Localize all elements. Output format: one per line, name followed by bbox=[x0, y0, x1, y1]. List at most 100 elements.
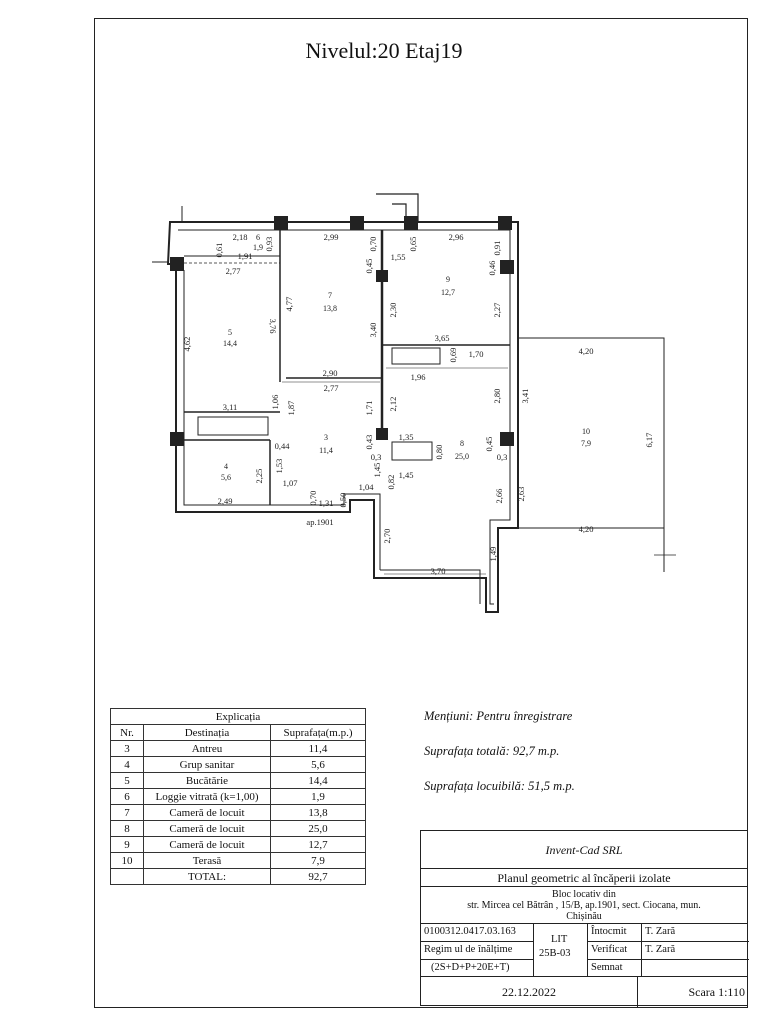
dim-label: 3,70 bbox=[431, 566, 446, 576]
cell-nr: 8 bbox=[110, 820, 144, 837]
dim-label: 1,35 bbox=[399, 432, 414, 442]
cell-destination: Cameră de locuit bbox=[143, 836, 271, 853]
dim-label: 2,12 bbox=[388, 397, 398, 412]
dim-label: 0,80 bbox=[434, 445, 444, 460]
dim-label: 0,91 bbox=[492, 241, 502, 256]
dim-label: 2,25 bbox=[254, 469, 264, 484]
dim-label: 0,46 bbox=[487, 261, 497, 276]
legend-total-row: TOTAL: 92,7 bbox=[110, 868, 366, 885]
cell-destination: Terasă bbox=[143, 852, 271, 869]
room-5-number: 5 bbox=[228, 328, 232, 337]
dim-label: 1,04 bbox=[359, 482, 375, 492]
room-6-area: 1,9 bbox=[253, 243, 263, 252]
cell-nr: 6 bbox=[110, 788, 144, 805]
dim-label: 4,62 bbox=[182, 337, 192, 352]
title-grid: 0100312.0417.03.163 Regim ul de înălțime… bbox=[421, 923, 749, 977]
plan-title: Planul geometric al încăperii izolate bbox=[421, 869, 747, 887]
cell-area: 14,4 bbox=[270, 772, 366, 789]
mentions-note: Mențiuni: Pentru înregistrare bbox=[424, 709, 573, 723]
checked-name: T. Zară bbox=[645, 944, 676, 955]
signed-label: Semnat bbox=[591, 962, 623, 973]
dim-label: 1,71 bbox=[364, 401, 374, 416]
dim-label: 3,65 bbox=[435, 333, 450, 343]
dim-label: 1,53 bbox=[274, 459, 284, 474]
cell-destination: Loggie vitrată (k=1,00) bbox=[143, 788, 271, 805]
cell-area: 12,7 bbox=[270, 836, 366, 853]
room-8-area: 25,0 bbox=[455, 452, 469, 461]
checked-label: Verificat bbox=[591, 944, 628, 955]
dim-label: 1,91 bbox=[238, 251, 253, 261]
room-7-area: 13,8 bbox=[323, 304, 337, 313]
drawn-name: T. Zară bbox=[645, 926, 676, 937]
dim-label: 1,55 bbox=[391, 252, 406, 262]
column bbox=[170, 257, 184, 271]
dim-label: 1,49 bbox=[488, 547, 498, 562]
dim-label: 0,3 bbox=[497, 452, 508, 462]
column bbox=[404, 216, 418, 230]
column bbox=[498, 216, 512, 230]
dim-label: 3,41 bbox=[520, 389, 530, 404]
terrace-outline bbox=[518, 337, 665, 572]
lit-label: LIT bbox=[551, 934, 568, 945]
dim-label: 0,3 bbox=[371, 452, 382, 462]
scale: Scara 1:110 bbox=[688, 985, 745, 999]
address-line-1: Bloc locativ din bbox=[552, 889, 616, 900]
dim-label: 3,11 bbox=[223, 402, 238, 412]
column bbox=[500, 432, 514, 446]
cell-destination: Grup sanitar bbox=[143, 756, 271, 773]
drawing-frame bbox=[94, 18, 748, 1008]
cell-nr: 7 bbox=[110, 804, 144, 821]
cell-area: 25,0 bbox=[270, 820, 366, 837]
drawn-label: Întocmit bbox=[591, 926, 627, 937]
cell-area: 13,8 bbox=[270, 804, 366, 821]
cell-destination: Antreu bbox=[143, 740, 271, 757]
dim-label: 1,96 bbox=[411, 372, 426, 382]
date: 22.12.2022 bbox=[502, 985, 556, 999]
dim-label: 1,87 bbox=[286, 401, 296, 416]
dim-label: 2,77 bbox=[226, 266, 241, 276]
dim-label: 0,61 bbox=[214, 243, 224, 258]
dim-label: 2,77 bbox=[324, 383, 339, 393]
dim-label: 2,30 bbox=[388, 303, 398, 318]
page-title: Nivelul:20 Etaj19 bbox=[305, 38, 463, 63]
cell-destination: Cameră de locuit bbox=[143, 820, 271, 837]
cell-nr: 4 bbox=[110, 756, 144, 773]
dim-label: 1,45 bbox=[399, 470, 414, 480]
dim-label: 2,70 bbox=[382, 529, 392, 544]
outer-wall-inner bbox=[178, 229, 511, 605]
cell-nr: 5 bbox=[110, 772, 144, 789]
room-10-area: 7,9 bbox=[581, 439, 591, 448]
column bbox=[376, 428, 388, 440]
regime-label: Regim ul de înălțime bbox=[424, 944, 513, 955]
lit-value: 25B-03 bbox=[539, 948, 571, 959]
dim-label: 0,45 bbox=[484, 437, 494, 452]
dim-label: 4,77 bbox=[284, 297, 294, 312]
dim-label: 1,31 bbox=[319, 498, 334, 508]
dim-label: 0,69 bbox=[448, 348, 458, 363]
cell-nr: 3 bbox=[110, 740, 144, 757]
outer-wall bbox=[166, 221, 519, 613]
dim-label: 4,20 bbox=[579, 524, 594, 534]
dim-label: 0,82 bbox=[386, 475, 396, 490]
dim-label: 2,99 bbox=[324, 232, 339, 242]
room-3-number: 3 bbox=[324, 433, 328, 442]
column bbox=[376, 270, 388, 282]
dim-label: 0,70 bbox=[308, 491, 318, 506]
room-6-number: 6 bbox=[256, 233, 260, 242]
legend-header-nr: Nr. bbox=[110, 724, 144, 741]
column bbox=[274, 216, 288, 230]
room-8-number: 8 bbox=[460, 439, 464, 448]
dim-label: 2,63 bbox=[516, 487, 526, 502]
legend-caption: Explicația bbox=[110, 708, 366, 725]
dim-label: 0,45 bbox=[364, 259, 374, 274]
legend-header-area: Suprafața(m.p.) bbox=[270, 724, 366, 741]
dim-label: 2,27 bbox=[492, 303, 502, 318]
address-line-3: Chișinău bbox=[566, 911, 602, 922]
dim-label: 6,17 bbox=[644, 433, 654, 448]
total-value: 92,7 bbox=[270, 868, 366, 885]
cell-destination: Cameră de locuit bbox=[143, 804, 271, 821]
